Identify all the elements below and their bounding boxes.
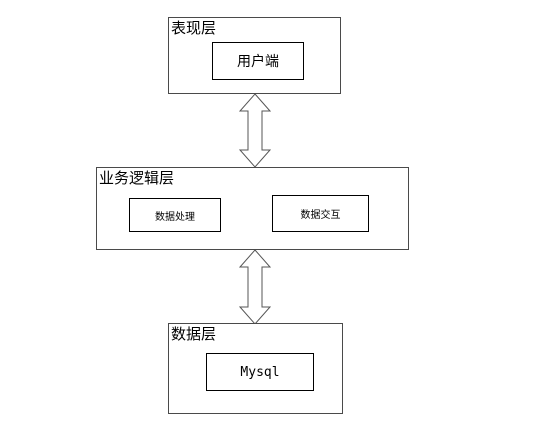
double-arrow-business-data bbox=[238, 249, 272, 325]
data-processing-box: 数据处理 bbox=[129, 198, 221, 232]
business-logic-layer-title: 业务逻辑层 bbox=[99, 169, 175, 187]
business-logic-layer: 业务逻辑层 数据处理 数据交互 bbox=[96, 167, 409, 250]
presentation-layer-title: 表现层 bbox=[171, 19, 217, 37]
data-exchange-box: 数据交互 bbox=[272, 195, 369, 232]
presentation-layer: 表现层 用户端 bbox=[168, 17, 341, 94]
double-arrow-presentation-business bbox=[238, 93, 272, 168]
data-layer-title: 数据层 bbox=[171, 325, 217, 343]
client-box: 用户端 bbox=[212, 42, 304, 80]
mysql-database-box: Mysql bbox=[206, 353, 314, 391]
data-layer: 数据层 Mysql bbox=[168, 323, 343, 414]
